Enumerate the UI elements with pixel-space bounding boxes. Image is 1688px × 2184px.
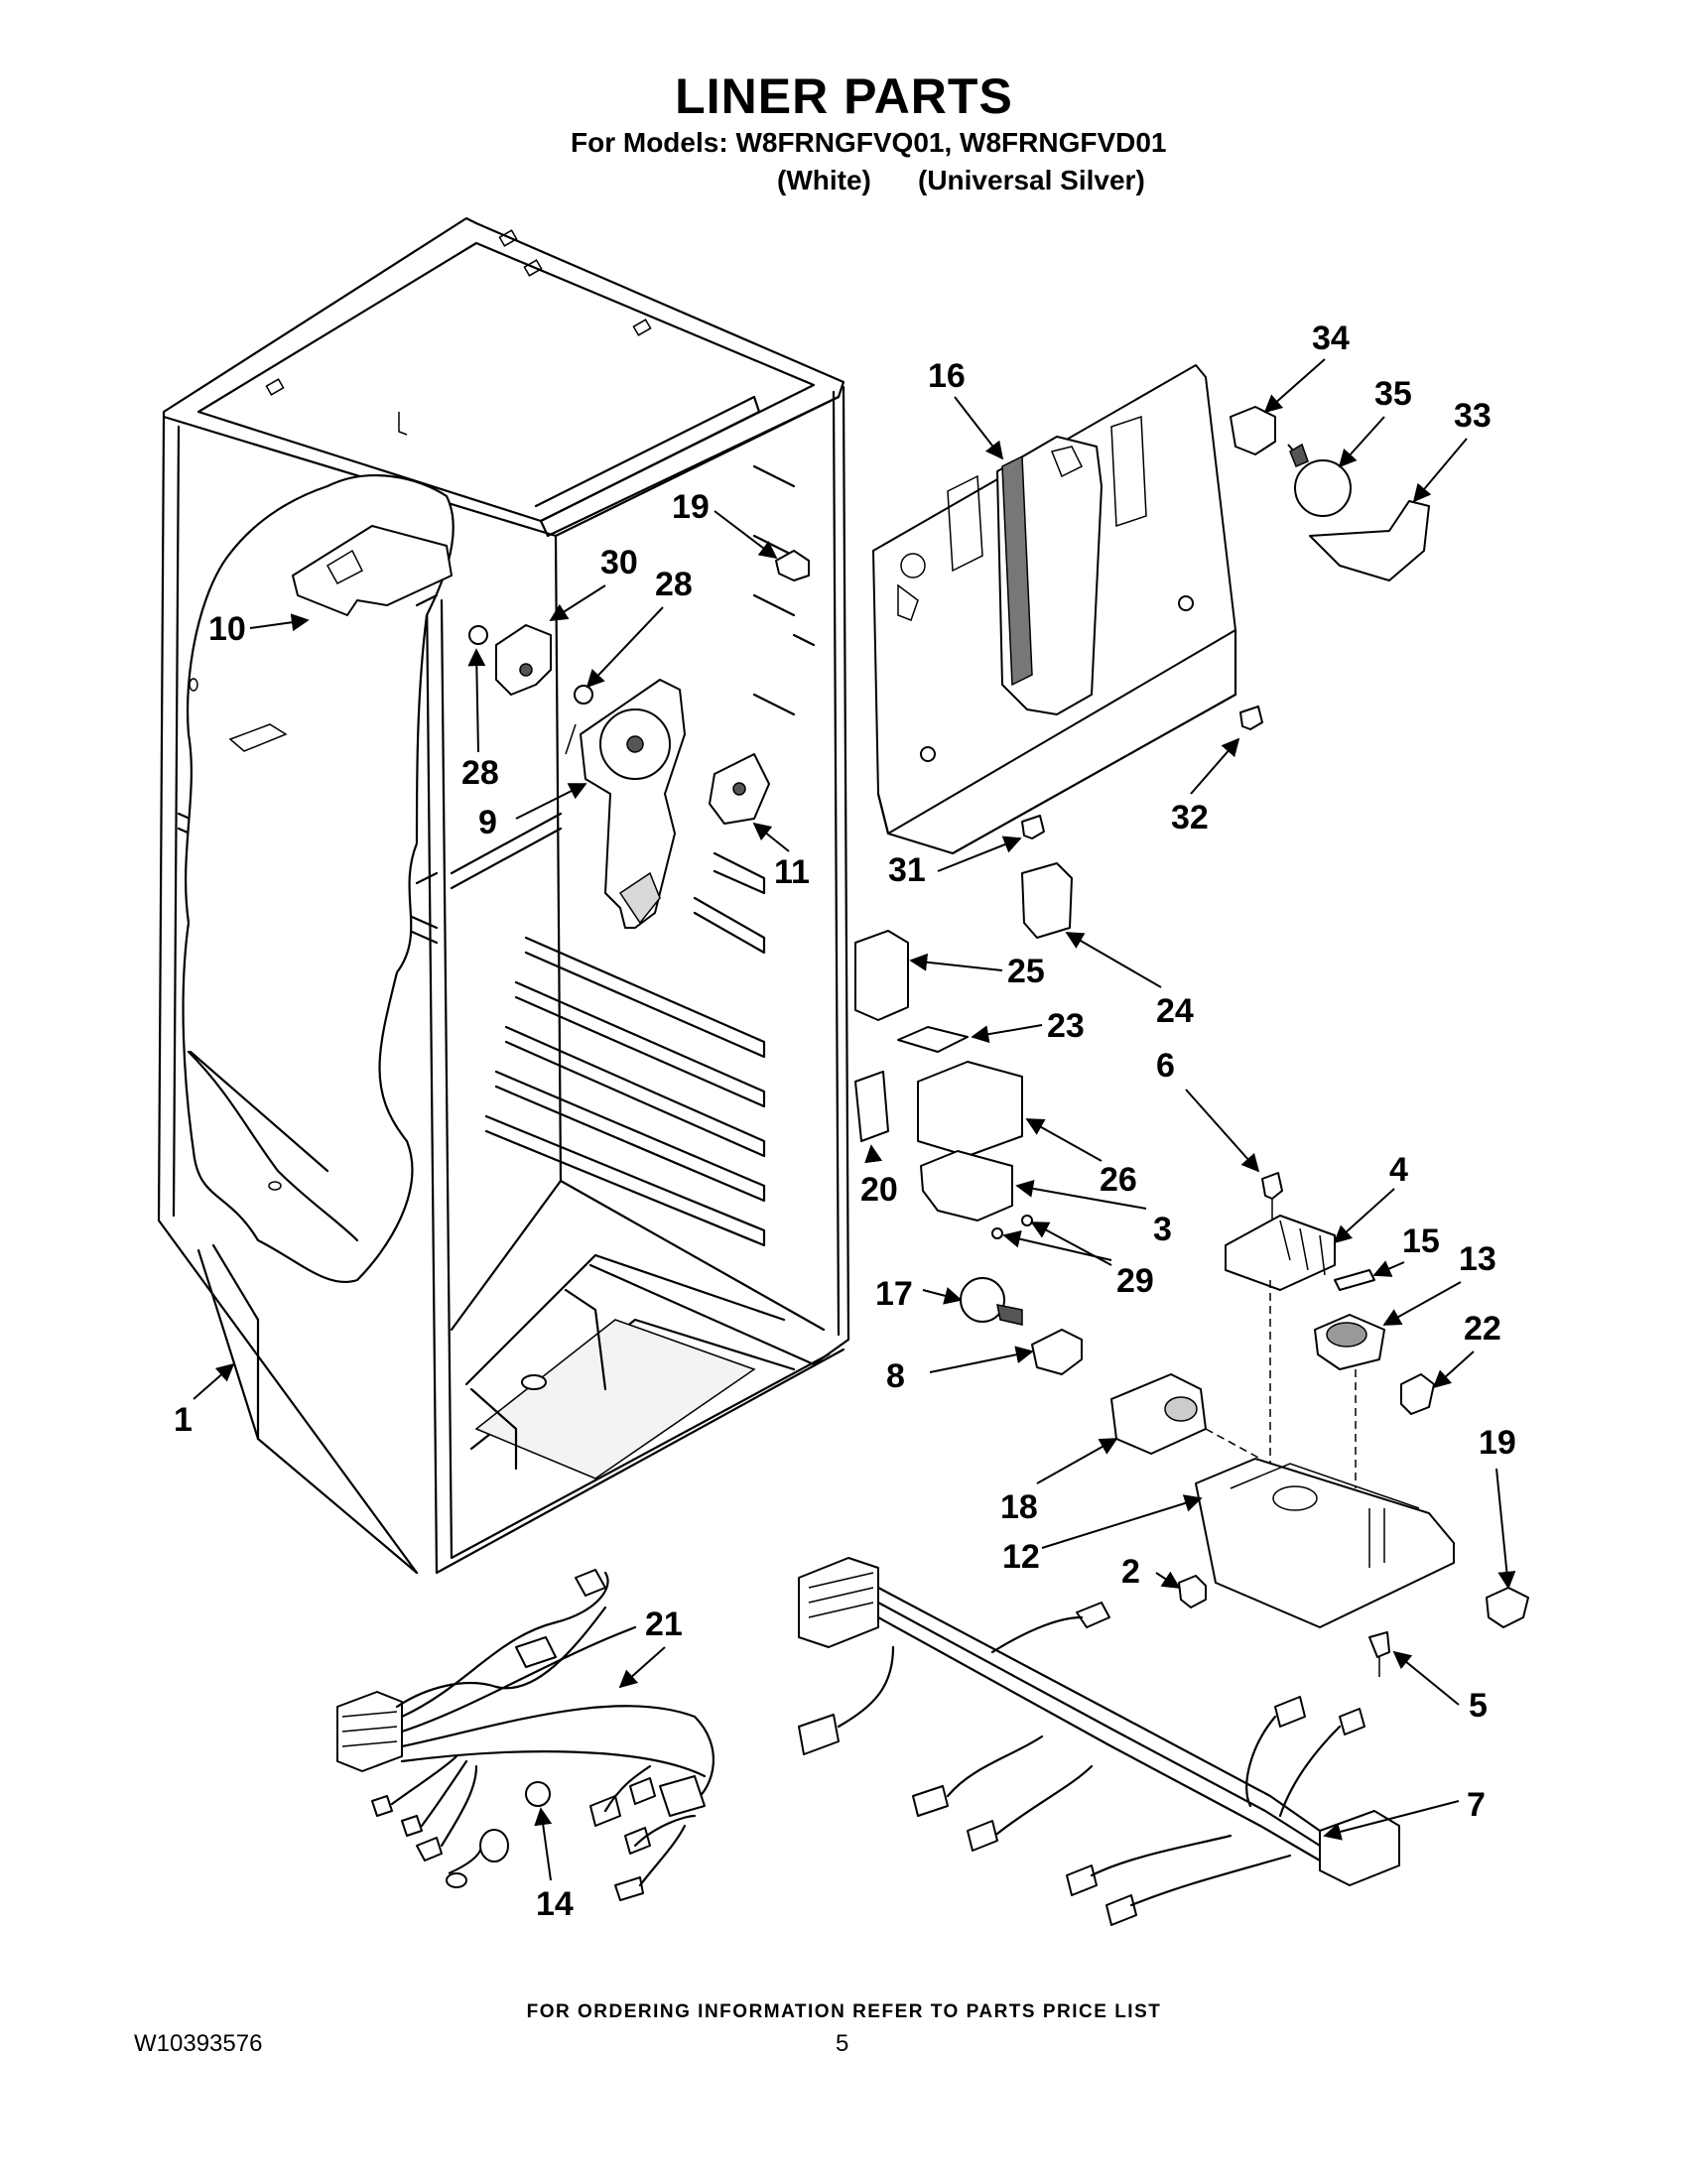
callout-31: 31 [888, 851, 926, 889]
part-8-socket [1031, 1329, 1083, 1375]
ordering-info-note: FOR ORDERING INFORMATION REFER TO PARTS … [526, 2001, 1162, 2022]
part-29-screw-b [1021, 1215, 1033, 1226]
callout-7: 7 [1467, 1786, 1486, 1824]
part-16-panel-drawing [872, 364, 1237, 855]
callout-16: 16 [928, 357, 966, 395]
part-5-screw [1368, 1631, 1390, 1658]
callout-17: 17 [875, 1275, 913, 1313]
part-2-fitting [1178, 1575, 1207, 1608]
part-24-connector [1021, 862, 1073, 939]
model-numbers: For Models: W8FRNGFVQ01, W8FRNGFVD01 [571, 127, 1167, 158]
part-23-gasket [897, 1026, 969, 1053]
part-35-bulb [1287, 443, 1352, 517]
part-10-bracket [292, 525, 453, 616]
page-title: LINER PARTS [675, 68, 1013, 124]
callout-18: 18 [1000, 1488, 1038, 1526]
part-25-housing [854, 930, 909, 1021]
callout-19-top: 19 [672, 488, 710, 526]
callout-8: 8 [886, 1357, 905, 1395]
document-number: W10393576 [134, 2030, 263, 2057]
callout-35: 35 [1374, 375, 1412, 413]
callout-28-top: 28 [655, 566, 693, 603]
callout-2: 2 [1121, 1553, 1140, 1591]
callout-20: 20 [860, 1171, 898, 1209]
part-33-cover [1309, 500, 1430, 581]
part-4-board [1225, 1215, 1336, 1291]
page-number: 5 [836, 2030, 849, 2057]
callout-15: 15 [1402, 1222, 1440, 1260]
part-22-clip [1400, 1373, 1435, 1415]
callout-29: 29 [1116, 1262, 1154, 1300]
part-12-housing [1195, 1458, 1455, 1628]
callout-labels: 34 35 33 16 19 30 28 10 28 9 11 32 31 25… [174, 320, 1516, 1923]
part-20-gasket [854, 1071, 889, 1142]
callout-24: 24 [1156, 992, 1194, 1030]
callout-33: 33 [1454, 397, 1492, 435]
callout-3: 3 [1153, 1211, 1172, 1248]
part-17-bulb [960, 1277, 1005, 1323]
callout-11: 11 [774, 853, 810, 891]
part-31-screw [1021, 815, 1045, 839]
callout-26: 26 [1100, 1161, 1137, 1199]
part-29-screw-a [991, 1227, 1003, 1239]
callout-1: 1 [174, 1401, 193, 1439]
variant-silver: (Universal Silver) [918, 165, 1145, 195]
part-15-clip [1334, 1269, 1375, 1291]
part-34-socket [1230, 406, 1276, 455]
callout-9: 9 [478, 804, 497, 841]
callout-4: 4 [1389, 1151, 1408, 1189]
callout-21: 21 [645, 1606, 683, 1643]
variant-white: (White) [777, 165, 871, 195]
callout-19-bottom: 19 [1479, 1424, 1516, 1462]
callout-14: 14 [536, 1885, 574, 1923]
part-6-screw [1261, 1172, 1283, 1200]
callout-25: 25 [1007, 953, 1045, 990]
callout-30: 30 [600, 544, 638, 581]
callout-12: 12 [1002, 1538, 1040, 1576]
liner-cabinet-drawing [157, 216, 850, 1575]
callout-34: 34 [1312, 320, 1350, 357]
callout-5: 5 [1469, 1687, 1488, 1725]
leader-lines [193, 358, 1516, 1881]
fan-assembly-drawing [468, 624, 770, 929]
part-26-housing [917, 1061, 1023, 1157]
part-19-clip-top [775, 550, 810, 581]
callout-23: 23 [1047, 1007, 1085, 1045]
part-21-harness-drawing [336, 1569, 715, 1901]
part-3-bracket [920, 1150, 1013, 1221]
callout-28-bottom: 28 [461, 754, 499, 792]
callout-10: 10 [208, 610, 246, 648]
callout-22: 22 [1464, 1310, 1501, 1348]
part-19-clip-bottom [1486, 1587, 1529, 1628]
callout-6: 6 [1156, 1047, 1175, 1085]
callout-13: 13 [1459, 1240, 1496, 1278]
callout-32: 32 [1171, 799, 1209, 836]
part-32-screw [1239, 706, 1263, 730]
